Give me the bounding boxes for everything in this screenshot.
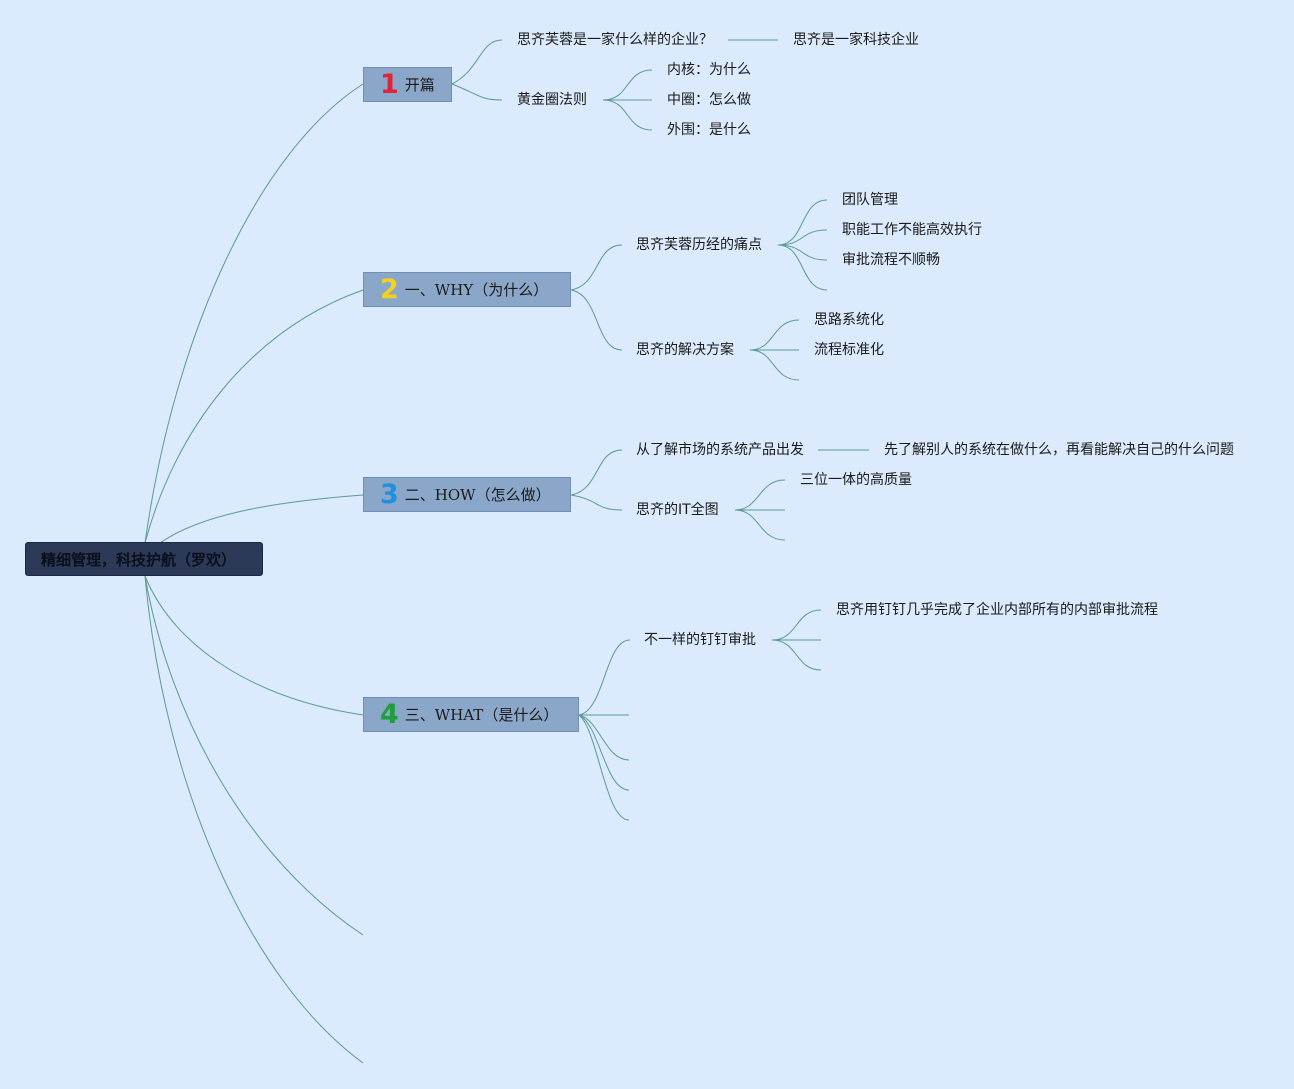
root-topic[interactable]: 精细管理，科技护航（罗欢）	[25, 542, 263, 576]
connector-b2c1-l2	[777, 229, 828, 246]
connector-root-branch-2	[144, 289, 364, 544]
connector-b4-c1	[578, 639, 631, 716]
connector-b2-c1	[570, 244, 623, 291]
number-1-icon: 1	[380, 69, 399, 100]
subtopic-b2-c2[interactable]: 思齐的解决方案	[636, 342, 734, 358]
connector-b3c2-l3	[734, 509, 786, 541]
connector-b2c1-l3	[777, 244, 828, 261]
subtopic-b4-c1[interactable]: 不一样的钉钉审批	[644, 632, 756, 648]
subtopic-b3-c1-leaf[interactable]: 先了解别人的系统在做什么，再看能解决自己的什么问题	[884, 442, 1234, 458]
subtopic-b2-c1-l2[interactable]: 职能工作不能高效执行	[842, 222, 982, 238]
connector-b4-empty-2	[578, 714, 630, 761]
subtopic-b3-c1[interactable]: 从了解市场的系统产品出发	[636, 442, 804, 458]
subtopic-b2-c1-l3[interactable]: 审批流程不顺畅	[842, 252, 940, 268]
subtopic-b2-c1[interactable]: 思齐芙蓉历经的痛点	[636, 237, 762, 253]
connector-b4-empty-4	[578, 714, 630, 821]
connector-b1-c1	[451, 39, 503, 85]
branch-topic-label: 一、WHY（为什么）	[404, 281, 549, 299]
connector-b2-c2	[570, 289, 623, 351]
branch-topic-4[interactable]: 4 三、WHAT（是什么）	[363, 697, 579, 732]
connector-b2c1-l1	[777, 199, 828, 246]
subtopic-b1-c2[interactable]: 黄金圈法则	[517, 92, 587, 108]
number-3-icon: 3	[380, 479, 399, 510]
subtopic-b1-c2-l2[interactable]: 中圈：怎么做	[667, 92, 751, 108]
connector-b3-c1	[570, 449, 623, 496]
connector-b4c1-l3	[771, 639, 822, 671]
subtopic-b1-c2-l3[interactable]: 外围：是什么	[667, 122, 751, 138]
branch-topic-label: 二、HOW（怎么做）	[404, 486, 551, 504]
connector-b3c2-l1	[734, 479, 786, 511]
connector-b4-empty-3	[578, 714, 630, 791]
subtopic-b3-c2[interactable]: 思齐的IT全图	[636, 502, 719, 518]
root-topic-label: 精细管理，科技护航（罗欢）	[41, 550, 237, 569]
connector-b1c2-l3	[602, 99, 653, 131]
subtopic-b4-c1-l1[interactable]: 思齐用钉钉几乎完成了企业内部所有的内部审批流程	[836, 602, 1158, 618]
branch-topic-label: 开篇	[404, 76, 435, 94]
connector-b2c1-l4	[777, 244, 828, 291]
branch-topic-label: 三、WHAT（是什么）	[404, 706, 559, 724]
connector-root-empty-6	[144, 575, 364, 1064]
connector-root-empty-5	[144, 575, 364, 936]
subtopic-b2-c2-l1[interactable]: 思路系统化	[814, 312, 884, 328]
connector-root-branch-4	[144, 575, 364, 716]
branch-topic-3[interactable]: 3 二、HOW（怎么做）	[363, 477, 571, 512]
subtopic-b1-c2-l1[interactable]: 内核：为什么	[667, 62, 751, 78]
subtopic-b2-c1-l1[interactable]: 团队管理	[842, 192, 898, 208]
connector-root-branch-3	[159, 494, 364, 544]
number-4-icon: 4	[380, 699, 399, 730]
connector-b3-c2	[570, 494, 623, 511]
branch-topic-1[interactable]: 1 开篇	[363, 67, 452, 102]
subtopic-b2-c2-l2[interactable]: 流程标准化	[814, 342, 884, 358]
connector-b4c1-l1	[771, 609, 822, 641]
branch-topic-2[interactable]: 2 一、WHY（为什么）	[363, 272, 571, 307]
connector-root-branch-1	[144, 83, 364, 544]
number-2-icon: 2	[380, 274, 399, 305]
connector-b2c2-l3	[749, 349, 800, 381]
subtopic-b3-c2-l1[interactable]: 三位一体的高质量	[800, 472, 912, 488]
subtopic-b1-c1-leaf[interactable]: 思齐是一家科技企业	[793, 32, 919, 48]
subtopic-b1-c1[interactable]: 思齐芙蓉是一家什么样的企业？	[517, 32, 713, 48]
connector-b1-c2	[451, 83, 503, 101]
connector-b1c2-l1	[602, 69, 653, 101]
connector-b2c2-l1	[749, 319, 800, 351]
